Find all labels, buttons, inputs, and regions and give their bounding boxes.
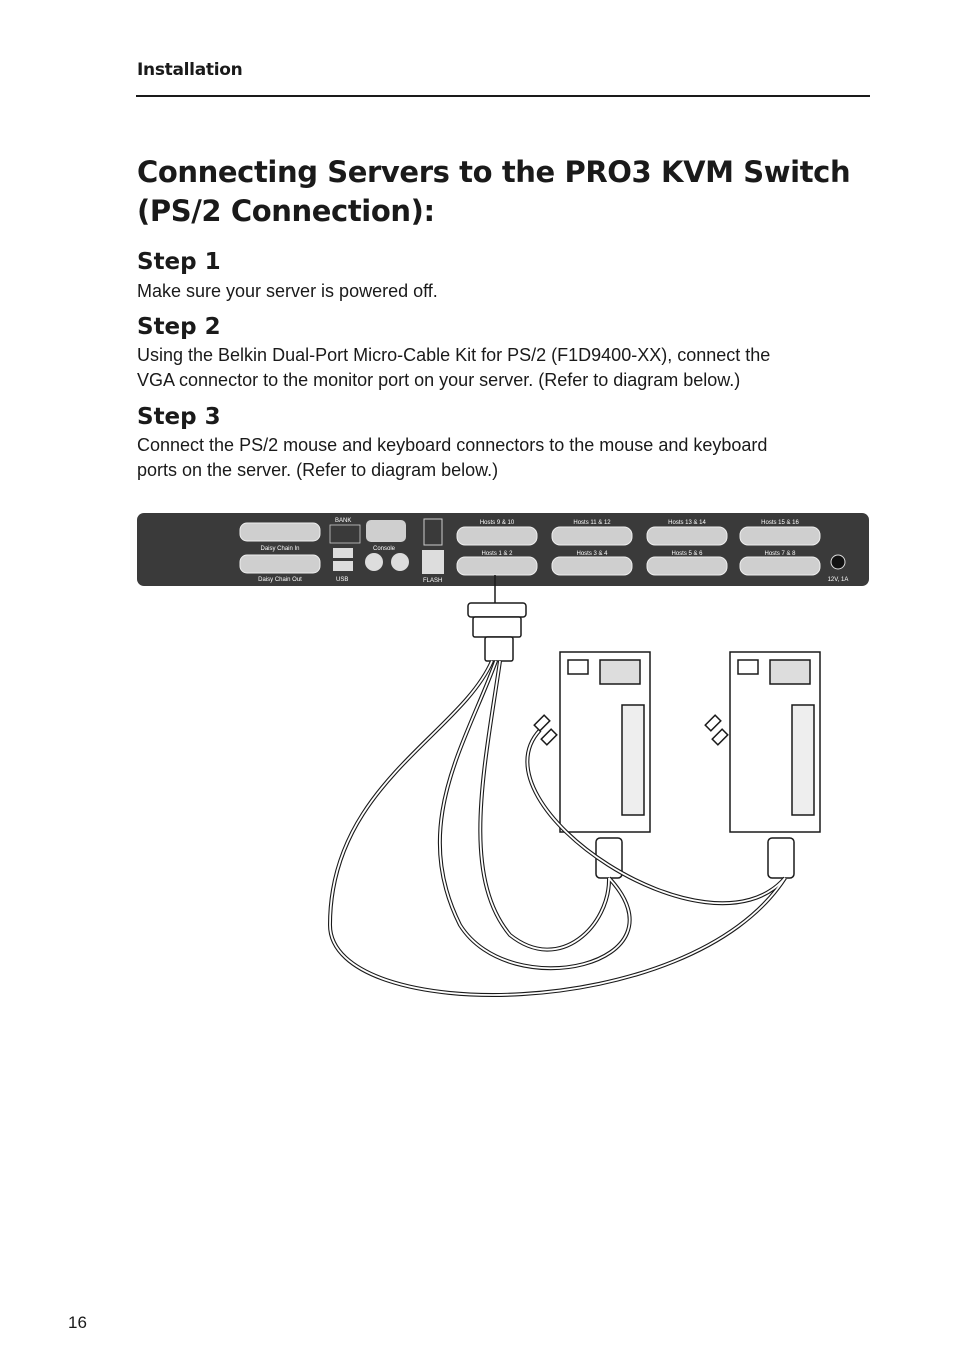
step-3-text: Connect the PS/2 mouse and keyboard conn… xyxy=(137,433,877,483)
hosts-label: Hosts 3 & 4 xyxy=(576,551,608,557)
header-rule xyxy=(136,95,870,97)
micro-cable-connector xyxy=(467,575,527,662)
step-2-text-line: Using the Belkin Dual-Port Micro-Cable K… xyxy=(137,345,771,365)
hosts-label: Hosts 1 & 2 xyxy=(481,551,513,557)
page-title-line-2: (PS/2 Connection): xyxy=(137,194,435,228)
step-2-text-line: VGA connector to the monitor port on you… xyxy=(137,370,741,390)
daisy-chain-out-label: Daisy Chain Out xyxy=(258,577,302,583)
page-title-line-1: Connecting Servers to the PRO3 KVM Switc… xyxy=(137,155,851,189)
page-number: 16 xyxy=(68,1313,87,1332)
power-label: 12V, 1A xyxy=(828,577,849,583)
server-tower-2 xyxy=(729,651,821,833)
daisy-chain-in-label: Daisy Chain In xyxy=(260,546,299,552)
step-3-text-line: ports on the server. (Refer to diagram b… xyxy=(137,460,499,480)
step-1-heading: Step 1 xyxy=(137,249,221,275)
console-label: Console xyxy=(373,546,396,552)
step-3-heading: Step 3 xyxy=(137,404,221,430)
server-tower-1 xyxy=(559,651,651,833)
hosts-label: Hosts 11 & 12 xyxy=(573,520,611,526)
step-2-text: Using the Belkin Dual-Port Micro-Cable K… xyxy=(137,343,877,393)
hosts-label: Hosts 9 & 10 xyxy=(480,520,515,526)
usb-label: USB xyxy=(336,577,348,583)
hosts-label: Hosts 5 & 6 xyxy=(671,551,703,557)
hosts-label: Hosts 13 & 14 xyxy=(668,520,706,526)
step-1-text: Make sure your server is powered off. xyxy=(137,279,877,304)
flash-label: FLASH xyxy=(423,578,442,584)
hosts-label: Hosts 7 & 8 xyxy=(764,551,796,557)
page-title: Connecting Servers to the PRO3 KVM Switc… xyxy=(137,153,877,231)
bank-label: BANK xyxy=(335,518,351,524)
kvm-switch-rear-panel: Daisy Chain In Daisy Chain Out BANK Cons… xyxy=(137,513,869,586)
step-1-text-line: Make sure your server is powered off. xyxy=(137,281,438,301)
section-label: Installation xyxy=(137,60,243,80)
connection-diagram: Daisy Chain In Daisy Chain Out BANK Cons… xyxy=(130,505,875,1030)
step-2-heading: Step 2 xyxy=(137,314,221,340)
hosts-label: Hosts 15 & 16 xyxy=(761,520,799,526)
step-3-text-line: Connect the PS/2 mouse and keyboard conn… xyxy=(137,435,768,455)
